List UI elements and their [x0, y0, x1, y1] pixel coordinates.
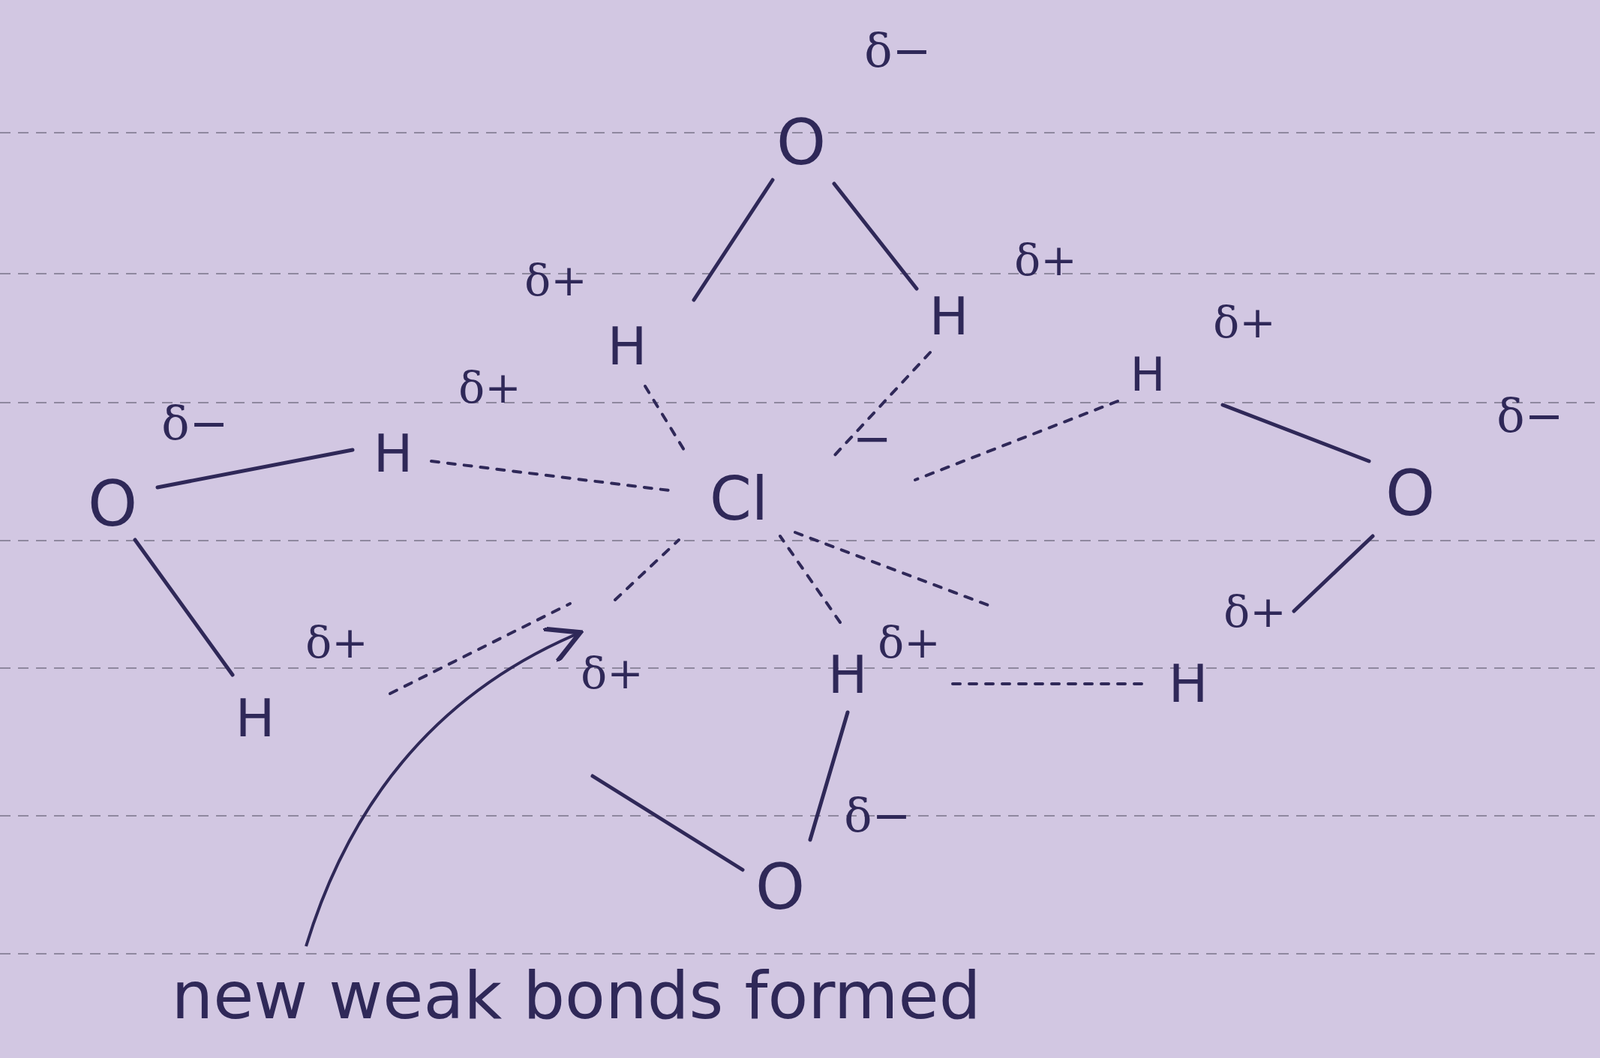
partial-charge: δ−: [161, 400, 229, 448]
hydrogen-atom: H: [607, 320, 648, 373]
partial-charge: δ+: [877, 621, 941, 665]
partial-charge: δ−: [864, 27, 931, 75]
chloride-ion: Cl: [709, 469, 769, 530]
hydrogen-bonds: [390, 352, 1148, 694]
oxygen-atom: O: [776, 111, 826, 175]
partial-charge: δ+: [524, 258, 588, 303]
oxygen-atom: O: [87, 472, 138, 536]
caption-note: new weak bonds formed: [171, 963, 981, 1030]
partial-charge: δ+: [580, 651, 644, 696]
partial-charge: δ−: [1496, 393, 1564, 440]
partial-charge: δ+: [1212, 300, 1276, 345]
hydrogen-atom: H: [929, 290, 970, 343]
oxygen-atom: O: [1385, 462, 1435, 526]
covalent-bonds: [135, 180, 1373, 871]
hydrogen-atom: H: [1130, 351, 1166, 399]
hydrogen-atom: H: [373, 427, 414, 481]
hydrogen-atom: H: [1168, 657, 1209, 711]
partial-charge: δ+: [305, 621, 369, 665]
partial-charge: δ+: [1223, 590, 1287, 634]
partial-charge: δ−: [843, 792, 911, 840]
partial-charge: δ+: [1014, 238, 1078, 283]
hydrogen-atom: H: [235, 692, 276, 745]
oxygen-atom: O: [755, 855, 805, 919]
partial-charge: δ+: [458, 366, 522, 410]
ion-charge: −: [852, 415, 892, 463]
ruled-lines: [0, 132, 1600, 955]
hydrogen-atom: H: [828, 648, 868, 702]
pointer-arrow: [306, 633, 578, 947]
